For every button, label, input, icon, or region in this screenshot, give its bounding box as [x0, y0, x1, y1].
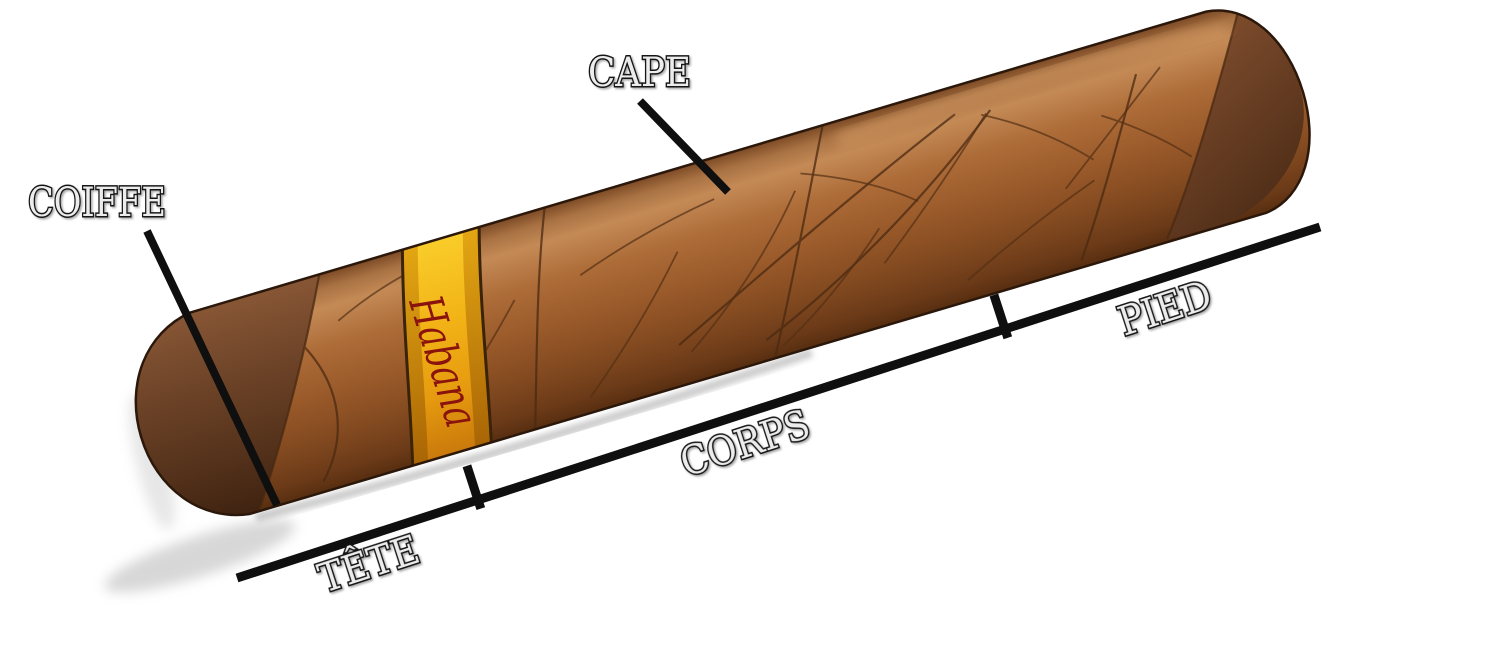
coiffe-pointer-line: [143, 229, 281, 507]
measure-tick-corps-pied: [989, 293, 1013, 340]
cigar: [134, 1, 1311, 522]
wrapper-sheen: [834, 23, 1229, 149]
band-edges: [400, 225, 493, 467]
label-coiffe: COIFFE: [28, 180, 166, 226]
labels: COIFFE CAPE TÊTE CORPS PIED: [27, 49, 1219, 605]
measure-tick-tete-corps: [462, 464, 486, 510]
cigar-band: [400, 225, 493, 467]
head-shadow: [104, 519, 296, 593]
cigar-foot-cap: [1167, 1, 1304, 240]
cigar-under-shadow: [254, 348, 814, 522]
annotation-lines: [143, 98, 1322, 583]
cigar-outline: [134, 9, 1311, 517]
wrapper-veins: [337, 66, 1193, 422]
band-left-strip: [402, 244, 429, 467]
wrapper-seams: [258, 1, 1242, 512]
cape-pointer-line: [637, 98, 731, 195]
measure-line: [235, 222, 1322, 583]
band-right-strip: [462, 225, 492, 449]
label-cape: CAPE: [588, 50, 691, 96]
label-pied: PIED: [1113, 272, 1218, 345]
